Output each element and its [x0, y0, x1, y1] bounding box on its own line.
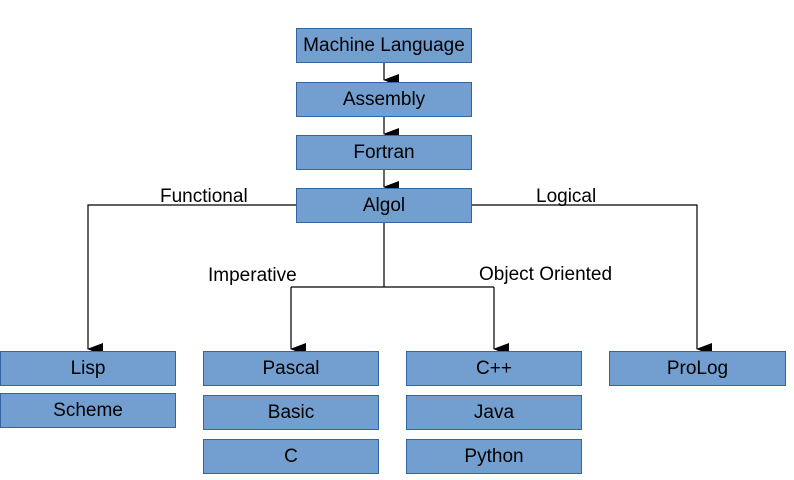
node-algol: Algol: [296, 188, 472, 223]
node-machine-language: Machine Language: [296, 28, 472, 63]
node-prolog: ProLog: [609, 351, 786, 386]
node-c: C: [203, 439, 379, 474]
node-python: Python: [406, 439, 582, 474]
node-scheme: Scheme: [0, 393, 176, 428]
edge-label-object-oriented: Object Oriented: [479, 264, 613, 285]
node-cpp: C++: [406, 351, 582, 386]
node-assembly: Assembly: [296, 82, 472, 117]
edge-label-logical: Logical: [536, 186, 597, 207]
edge-label-imperative: Imperative: [208, 265, 297, 286]
edge-label-functional: Functional: [160, 186, 248, 207]
node-lisp: Lisp: [0, 351, 176, 386]
node-fortran: Fortran: [296, 135, 472, 170]
node-basic: Basic: [203, 395, 379, 430]
node-pascal: Pascal: [203, 351, 379, 386]
edge-algol-to-prolog: [472, 204, 712, 355]
node-java: Java: [406, 395, 582, 430]
edge-algol-to-lisp: [87, 204, 296, 355]
